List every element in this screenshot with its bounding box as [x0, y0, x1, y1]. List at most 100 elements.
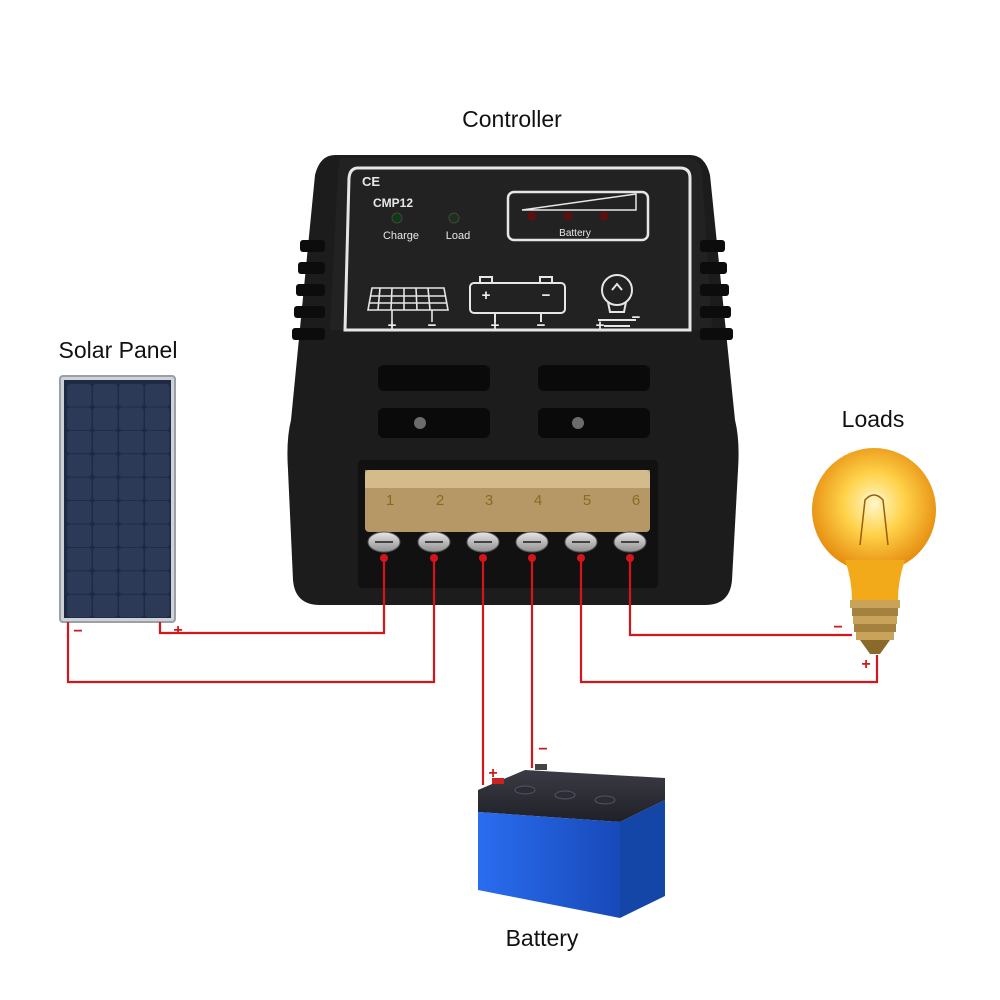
battery: [478, 764, 665, 918]
solar-cell: [67, 594, 92, 618]
solar-cell: [119, 407, 144, 430]
battery-led-label: Battery: [559, 228, 591, 239]
solar-cell: [93, 384, 118, 407]
solar-cells: [67, 384, 170, 618]
terminal-number-6: 6: [632, 492, 640, 509]
right-vents: [700, 240, 733, 340]
charge-led-label: Charge: [383, 230, 419, 242]
battery-icon-plus: +: [491, 317, 500, 334]
battery-icon-plus-inner: +: [482, 287, 491, 304]
load-icon-plus: +: [596, 317, 605, 334]
solar-cell: [93, 594, 118, 618]
solar-cell: [93, 501, 118, 524]
solar-cell: [67, 384, 92, 407]
battery-icon: [469, 276, 566, 322]
solar-cell: [93, 430, 118, 454]
solar-cell: [145, 454, 170, 477]
solar-cell: [67, 547, 92, 571]
battery-label: Battery: [506, 925, 579, 951]
lower-vent-left-2: [378, 408, 490, 438]
lower-vent-right-2: [538, 408, 650, 438]
solar-cell: [145, 524, 170, 547]
solar-cell: [145, 407, 170, 430]
terminal-number-4: 4: [534, 492, 542, 509]
terminal-number-2: 2: [436, 492, 444, 509]
solar-cell: [93, 524, 118, 547]
terminal-number-3: 3: [485, 492, 493, 509]
wire-load-plus: [579, 558, 879, 684]
solar-cell: [93, 407, 118, 430]
solar-cell: [67, 407, 92, 430]
terminal-number-5: 5: [583, 492, 591, 509]
battery-minus-sign: −: [538, 741, 547, 758]
charge-controller: CE CMP12 Charge Load Battery + − + −: [287, 155, 739, 605]
solar-icon-plus: +: [388, 317, 397, 334]
lower-vent-right-1: [538, 365, 650, 391]
battery-plus-sign: +: [488, 765, 497, 782]
terminals: 1 2 3 4 5 6: [367, 492, 647, 553]
model-number: CMP12: [373, 196, 413, 210]
solar-icon-minus: −: [428, 317, 437, 334]
solar-cell: [145, 384, 170, 407]
solar-cell: [67, 501, 92, 524]
light-bulb: [812, 448, 936, 654]
left-vents: [292, 240, 325, 340]
inner-screw-left: [414, 417, 426, 429]
solar-cell: [93, 547, 118, 571]
solar-cell: [145, 571, 170, 594]
battery-led-3: [599, 211, 609, 221]
solar-cell: [119, 477, 144, 501]
solar-cell: [119, 384, 144, 407]
loads-label: Loads: [842, 406, 905, 432]
battery-icon-minus: −: [537, 317, 546, 334]
solar-cell: [119, 454, 144, 477]
controller-label: Controller: [462, 106, 562, 132]
solar-cell: [145, 501, 170, 524]
solar-cell: [145, 430, 170, 454]
load-led-label: Load: [446, 230, 470, 242]
solar-cell: [119, 547, 144, 571]
lower-vent-left-1: [378, 365, 490, 391]
solar-cell: [93, 477, 118, 501]
battery-level-box: [506, 190, 650, 242]
wiring: [66, 554, 879, 785]
solar-cell: [119, 594, 144, 618]
solar-panel: [59, 375, 176, 623]
solar-cell: [67, 571, 92, 594]
solar-cell: [119, 524, 144, 547]
solar-cell: [145, 594, 170, 618]
battery-positive-terminal: [492, 778, 504, 784]
solar-cell: [145, 477, 170, 501]
solar-cell: [145, 547, 170, 571]
battery-negative-terminal: [535, 764, 547, 770]
battery-led-2: [563, 211, 573, 221]
wire-solar-plus: [158, 558, 386, 635]
solar-cell: [67, 477, 92, 501]
solar-cell: [119, 501, 144, 524]
solar-cell: [67, 454, 92, 477]
load-led: [448, 212, 460, 224]
solar-cell: [119, 430, 144, 454]
solar-cell: [93, 571, 118, 594]
solar-panel-icon: [367, 287, 449, 322]
solar-cell: [67, 430, 92, 454]
solar-plus-sign: +: [173, 622, 182, 639]
load-bulb-icon: [598, 274, 636, 327]
solar-panel-label: Solar Panel: [59, 337, 178, 363]
wire-load-minus: [628, 558, 852, 637]
battery-icon-minus-inner: −: [542, 287, 551, 304]
charge-led: [391, 212, 403, 224]
wire-solar-minus: [66, 558, 436, 684]
battery-level-wedge: [521, 193, 637, 211]
solar-minus-sign: −: [73, 623, 82, 640]
solar-cell: [93, 454, 118, 477]
ce-mark: CE: [362, 174, 380, 189]
solar-cell: [67, 524, 92, 547]
solar-cell: [119, 571, 144, 594]
terminal-number-1: 1: [386, 492, 394, 509]
load-minus-sign: −: [833, 619, 842, 636]
load-plus-sign: +: [861, 656, 870, 673]
load-icon-minus: −: [632, 309, 641, 326]
battery-led-1: [527, 211, 537, 221]
